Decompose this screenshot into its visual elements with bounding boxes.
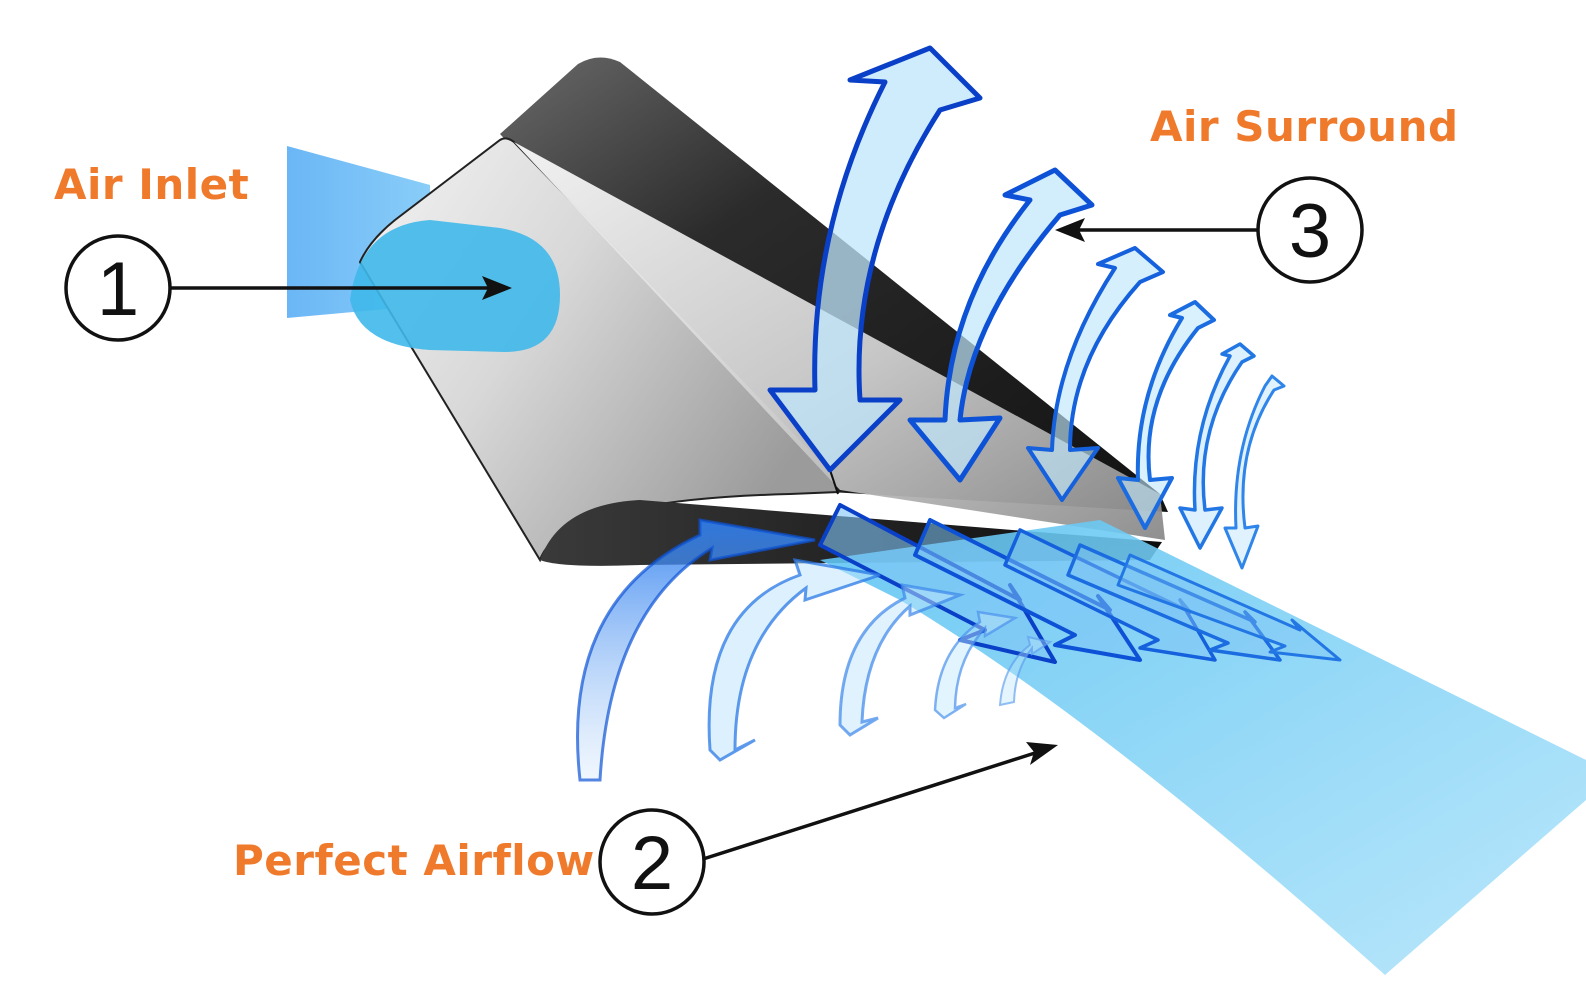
marker-2-group: 2: [600, 742, 1058, 914]
marker-number-1: 1: [97, 247, 139, 332]
inlet-glow: [350, 220, 560, 352]
air-inlet-label: Air Inlet: [54, 164, 249, 206]
perfect-airflow-label: Perfect Airflow: [233, 840, 595, 882]
air-surround-label: Air Surround: [1150, 106, 1459, 148]
marker-number-3: 3: [1289, 189, 1331, 274]
marker-number-2: 2: [631, 821, 673, 906]
surround-arrow-6: [1225, 376, 1284, 568]
